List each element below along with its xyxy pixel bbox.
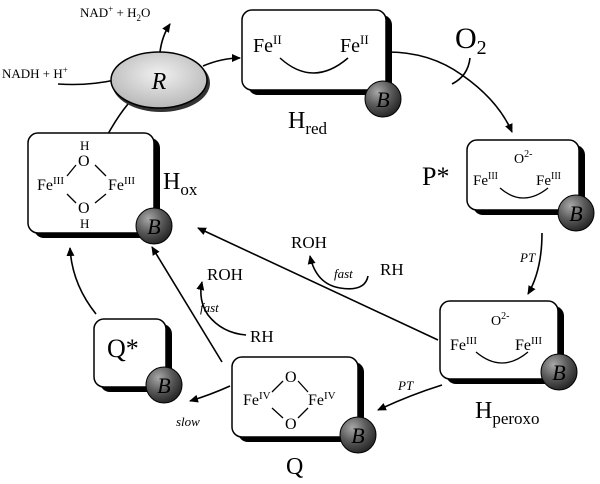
edge-fast-upper: fast <box>334 266 353 281</box>
state-hperoxo: O2- FeIII FeIII B Hperoxo <box>439 300 578 428</box>
hox-fe-right: FeIII <box>108 175 135 194</box>
edge-pt-hperoxo-q: PT <box>397 378 414 393</box>
hox-o-top: O <box>78 153 90 170</box>
q-badge: B <box>339 416 377 454</box>
arrow-o2-in <box>451 57 471 85</box>
pstar-badge: B <box>557 194 595 232</box>
q-fe-right: FeIV <box>308 390 336 409</box>
q-o-bottom: O <box>285 416 297 433</box>
arrow-pstar-to-hperoxo <box>527 232 543 295</box>
arrow-qstar-to-hox <box>66 247 97 315</box>
hox-badge: B <box>135 207 173 245</box>
qstar-label: Q* <box>107 334 139 363</box>
hperoxo-label: Hperoxo <box>475 398 540 428</box>
state-qstar: Q* B <box>93 318 183 404</box>
hox-fe-left: FeIII <box>37 175 64 194</box>
reductase: R <box>110 51 210 112</box>
q-o-top: O <box>285 369 297 386</box>
arrow-q-to-hox <box>151 246 223 363</box>
hred-badge: B <box>364 80 402 118</box>
nad-product-label: NAD+ + H2O <box>80 4 150 23</box>
hred-label: Hred <box>288 108 328 138</box>
svg-text:B: B <box>569 201 582 226</box>
hperoxo-fe-left: FeIII <box>450 335 477 354</box>
rh-upper: RH <box>380 260 404 279</box>
state-pstar: O2- FeIII FeIII B P* <box>422 139 595 232</box>
hox-label: Hox <box>163 169 198 199</box>
edge-slow: slow <box>176 414 200 429</box>
edge-fast-lower: fast <box>200 300 219 315</box>
arrow-rh-to-roh-upper <box>307 255 369 290</box>
hox-o-bottom: O <box>78 200 90 217</box>
hox-h-top: H <box>80 138 89 153</box>
roh-lower: ROH <box>207 265 243 284</box>
arrow-hperoxo-to-hox <box>197 227 439 341</box>
pstar-fe-right: FeIII <box>536 171 561 189</box>
pstar-fe-left: FeIII <box>473 171 498 189</box>
q-fe-left: FeIV <box>243 390 271 409</box>
state-hred: FeII FeII B Hred <box>241 9 402 138</box>
pstar-o2: O2- <box>514 149 532 167</box>
nadh-reagent-label: NADH + H+ <box>2 65 68 81</box>
hred-fe-left: FeII <box>253 32 282 57</box>
pstar-label: P* <box>422 162 449 191</box>
roh-upper: ROH <box>291 233 327 252</box>
cycle-arrows <box>57 23 543 411</box>
hox-h-bottom: H <box>80 216 89 231</box>
q-label: Q <box>286 454 303 480</box>
state-hox: H O FeIII FeIII O H B Hox <box>27 132 198 245</box>
svg-text:B: B <box>147 214 160 239</box>
arrow-rh-to-roh-lower <box>196 281 247 336</box>
rh-lower: RH <box>250 327 274 346</box>
arrow-nad-out <box>159 23 171 53</box>
hred-fe-right: FeII <box>340 32 369 57</box>
qstar-badge: B <box>145 366 183 404</box>
arrow-hox-to-r <box>107 103 129 135</box>
arrow-nadh-in <box>57 79 116 86</box>
oxygen-label: O2 <box>455 22 487 59</box>
reductase-label: R <box>151 69 167 95</box>
arrow-q-to-qstar <box>189 385 231 403</box>
arrow-hperoxo-to-q <box>377 384 443 411</box>
arrow-r-to-hred <box>202 54 241 67</box>
hperoxo-badge: B <box>540 353 578 391</box>
hperoxo-fe-right: FeIII <box>515 335 542 354</box>
edge-pt-pstar-hperoxo: PT <box>519 250 536 265</box>
svg-text:B: B <box>351 423 364 448</box>
hperoxo-o2: O2- <box>491 311 509 329</box>
svg-text:B: B <box>157 373 170 398</box>
svg-text:B: B <box>376 87 389 112</box>
state-q: O FeIV FeIV O B Q <box>231 356 377 480</box>
arrow-hred-to-pstar <box>387 51 513 133</box>
svg-text:B: B <box>552 360 565 385</box>
